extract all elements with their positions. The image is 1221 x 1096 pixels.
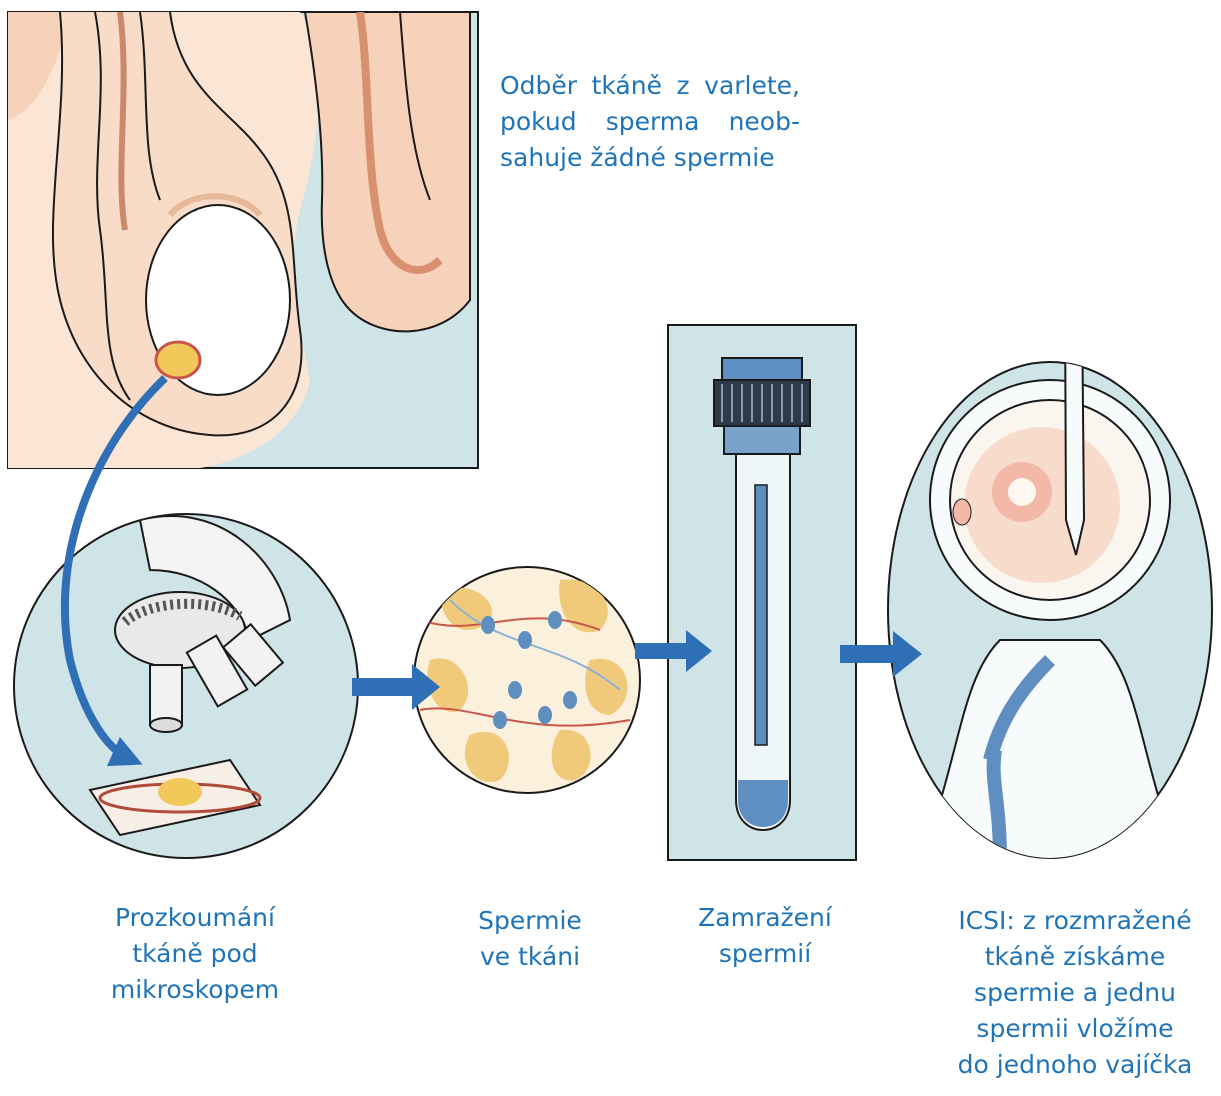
caption-microscope: Prozkoumání tkáně pod mikroskopem: [70, 900, 320, 1008]
icsi-panel: [888, 300, 1212, 860]
sperm-tissue-panel: [414, 567, 640, 793]
caption-icsi: ICSI: z rozmražené tkáně získáme spermie…: [935, 903, 1215, 1083]
caption-tissue-extraction: Odběr tkáně z varlete, pokud sperma neob…: [500, 68, 800, 176]
testis-panel: [8, 12, 478, 468]
caption-sperm-in-tissue: Spermie ve tkáni: [440, 903, 620, 975]
freezing-panel: [668, 325, 856, 860]
caption-freezing: Zamražení spermií: [680, 900, 850, 972]
